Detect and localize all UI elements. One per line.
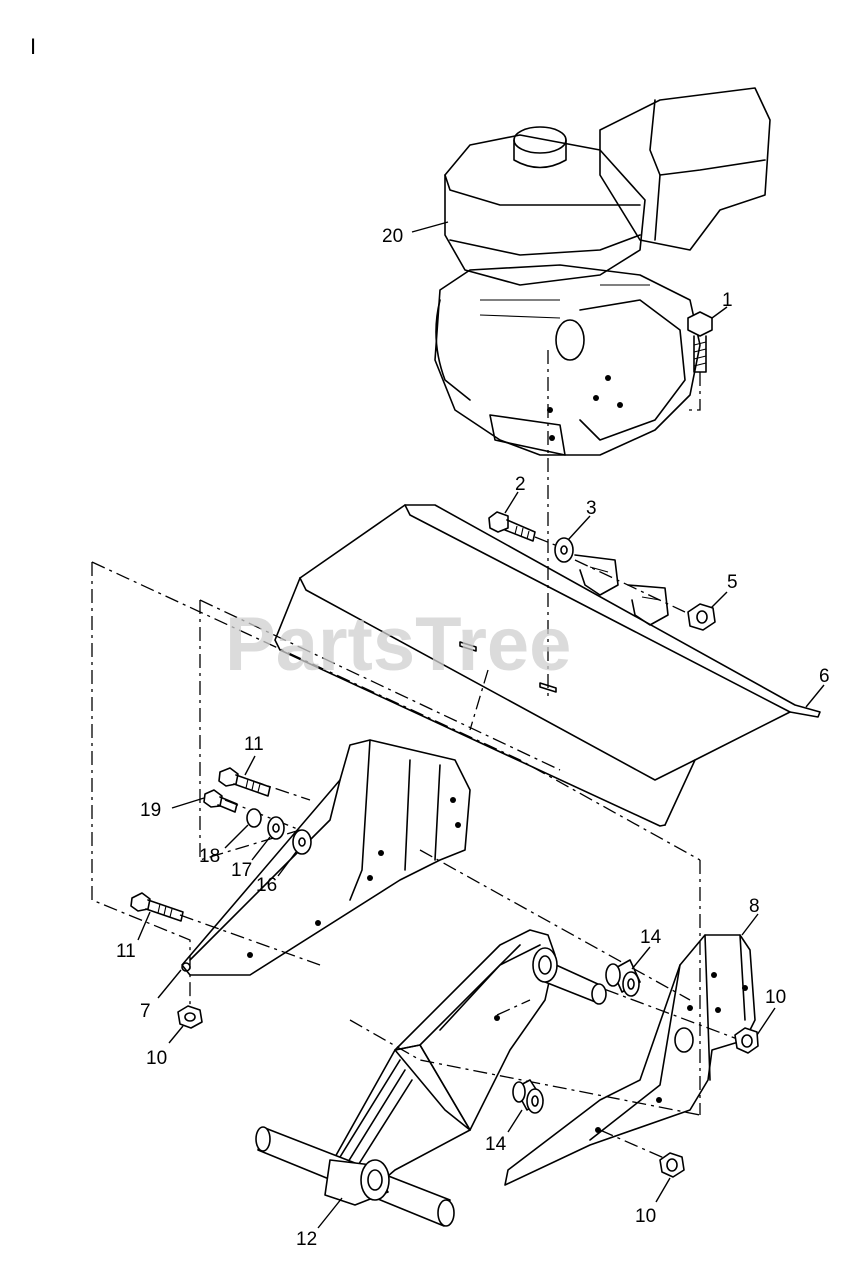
washer-part-17[interactable] bbox=[267, 816, 285, 840]
callout-11-lower: 11 bbox=[116, 941, 136, 962]
bushing-part-14-lower[interactable] bbox=[512, 1079, 544, 1114]
callout-11-upper: 11 bbox=[244, 734, 264, 755]
callout-2: 2 bbox=[515, 474, 526, 495]
watermark: PartsTree bbox=[225, 602, 571, 687]
callout-1: 1 bbox=[722, 290, 733, 311]
callout-labels: 20 1 2 3 5 6 11 19 18 17 16 11 7 10 14 8… bbox=[116, 226, 830, 1250]
callout-10-bottom: 10 bbox=[635, 1206, 656, 1227]
nut-part-10-bottom[interactable] bbox=[659, 1152, 685, 1178]
callout-20: 20 bbox=[382, 226, 403, 247]
washer-part-18[interactable] bbox=[246, 808, 262, 828]
leader-lines bbox=[137, 221, 825, 1229]
nut-part-10-left[interactable] bbox=[177, 1005, 203, 1029]
callout-17: 17 bbox=[231, 860, 252, 881]
callout-6: 6 bbox=[819, 666, 830, 687]
assembly-guide-lines bbox=[91, 350, 741, 1166]
washer-part-16[interactable] bbox=[292, 829, 312, 855]
callout-3: 3 bbox=[586, 498, 597, 519]
gearbox-part-12[interactable] bbox=[255, 929, 607, 1227]
callout-10-right: 10 bbox=[765, 987, 786, 1008]
washer-part-3[interactable] bbox=[554, 537, 574, 563]
bolt-part-11-lower[interactable] bbox=[130, 892, 184, 922]
bolt-part-1[interactable] bbox=[687, 311, 713, 373]
callout-10-left: 10 bbox=[146, 1048, 167, 1069]
callout-5: 5 bbox=[727, 572, 738, 593]
corner-mark: I bbox=[30, 34, 36, 59]
callout-19: 19 bbox=[140, 800, 161, 821]
nut-part-5[interactable] bbox=[687, 603, 716, 631]
callout-12: 12 bbox=[296, 1229, 317, 1250]
callout-14-upper: 14 bbox=[640, 927, 662, 948]
side-plate-part-8[interactable] bbox=[504, 934, 756, 1186]
bolt-part-11-upper[interactable] bbox=[218, 767, 271, 797]
callout-14-lower: 14 bbox=[485, 1134, 507, 1155]
nut-part-10-right[interactable] bbox=[734, 1027, 759, 1054]
callout-16: 16 bbox=[256, 875, 277, 896]
bolt-part-2[interactable] bbox=[488, 511, 536, 542]
callout-18: 18 bbox=[199, 846, 220, 867]
callout-8: 8 bbox=[749, 896, 760, 917]
engine-part-20[interactable] bbox=[434, 87, 771, 456]
tine-shield-part-6[interactable] bbox=[274, 504, 821, 827]
bolt-part-19[interactable] bbox=[203, 789, 238, 813]
side-plate-part-7[interactable] bbox=[181, 739, 471, 976]
callout-7: 7 bbox=[140, 1001, 151, 1022]
